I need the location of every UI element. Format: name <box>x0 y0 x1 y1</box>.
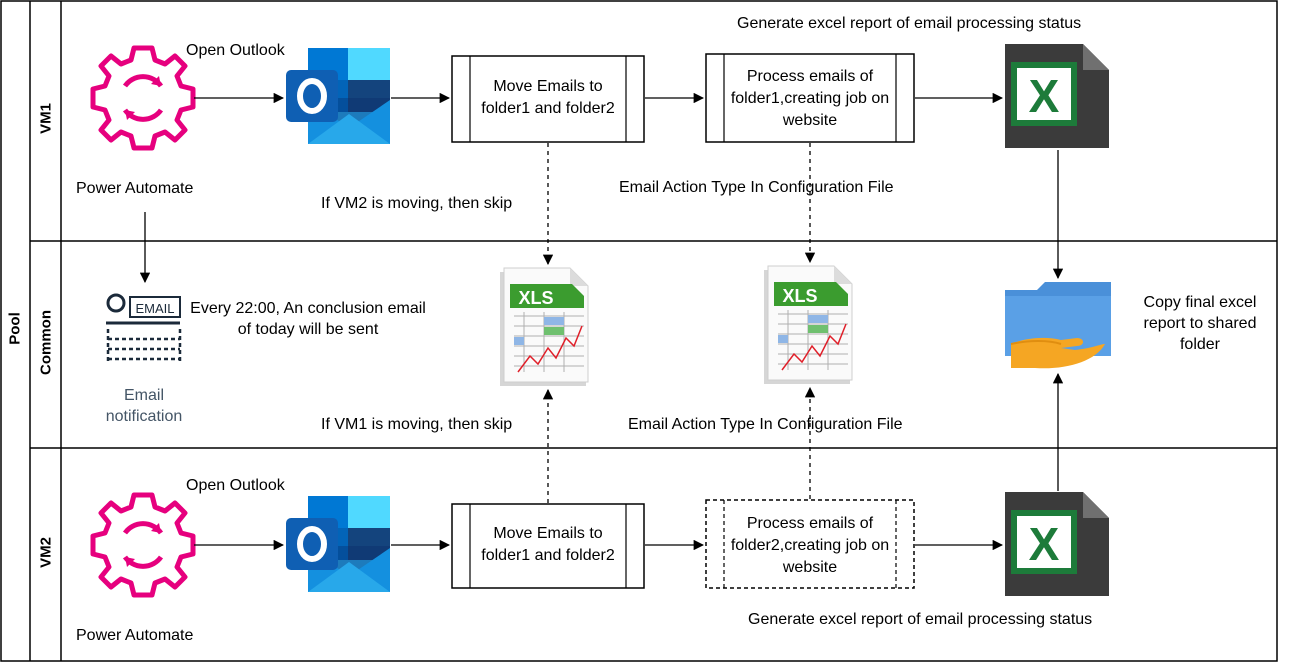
move-emails-box <box>451 55 645 143</box>
lane-label-vm2: VM2 <box>37 537 55 568</box>
move-emails-text: Move Emails to folder1 and folder2 <box>481 525 615 564</box>
process-emails-text: Process emails of folder2,creating job o… <box>730 515 890 576</box>
shared-folder-label: Copy final excel report to shared folder <box>1143 294 1257 353</box>
outlook-icon <box>286 496 390 592</box>
lane-label-vm1: VM1 <box>37 103 55 134</box>
move-emails-box <box>451 503 645 589</box>
power-automate-icon <box>93 495 193 595</box>
shared-folder-icon <box>1005 282 1111 369</box>
config-note: Email Action Type In Configuration File <box>619 179 894 196</box>
email-schedule-note: Every 22:00, An conclusion email of toda… <box>190 300 426 338</box>
process-emails-box <box>705 499 915 589</box>
outlook-icon <box>286 48 390 144</box>
open-outlook-label: Open Outlook <box>186 42 285 59</box>
email-notification-label: Email notification <box>105 387 183 425</box>
config-note: Email Action Type In Configuration File <box>628 416 903 433</box>
generate-report-label: Generate excel report of email processin… <box>737 15 1082 32</box>
power-automate-label: Power Automate <box>76 180 194 197</box>
xls-file-icon <box>499 267 589 387</box>
process-emails-text: Process emails of folder1,creating job o… <box>730 68 890 129</box>
pool-label: Pool <box>6 312 24 345</box>
power-automate-label: Power Automate <box>76 627 194 644</box>
email-notification-icon: EMAIL <box>106 293 182 361</box>
email-icon-text: EMAIL <box>135 301 174 316</box>
open-outlook-label: Open Outlook <box>186 477 285 494</box>
skip-note: If VM2 is moving, then skip <box>321 195 513 212</box>
excel-icon <box>1005 44 1113 152</box>
xls-file-icon <box>763 265 853 385</box>
power-automate-icon <box>93 48 193 148</box>
lane-label-common: Common <box>37 310 55 375</box>
generate-report-label: Generate excel report of email processin… <box>748 611 1093 628</box>
skip-note: If VM1 is moving, then skip <box>321 416 513 433</box>
process-emails-box <box>705 53 915 143</box>
excel-icon <box>1005 492 1113 600</box>
move-emails-text: Move Emails to folder1 and folder2 <box>481 78 615 117</box>
